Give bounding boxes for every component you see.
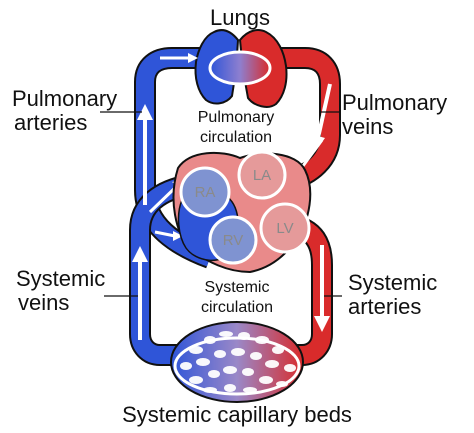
systemic-veins-label-line1: Systemic xyxy=(16,266,105,291)
pulmonary-veins-label-line2: veins xyxy=(342,114,393,139)
chamber-ra-label: RA xyxy=(195,184,216,201)
capillary-beds-label: Systemic capillary beds xyxy=(122,402,352,427)
pulmonary-circulation-label-line2: circulation xyxy=(200,129,272,146)
chamber-lv: LV xyxy=(259,202,311,254)
systemic-veins-label-line2: veins xyxy=(18,290,69,315)
pulmonary-arteries-label-line1: Pulmonary xyxy=(12,86,117,111)
pulmonary-circulation-label-line1: Pulmonary xyxy=(198,109,274,126)
pulmonary-arteries-label-line2: arteries xyxy=(14,110,87,135)
capillary-beds-icon xyxy=(170,321,304,403)
chamber-ra: RA xyxy=(179,166,231,218)
chamber-la: LA xyxy=(237,150,287,200)
chamber-rv: RV xyxy=(208,215,258,265)
lungs-label: Lungs xyxy=(210,5,270,30)
lungs-icon xyxy=(194,29,288,108)
chamber-lv-label: LV xyxy=(276,220,293,237)
systemic-arteries-label-line2: arteries xyxy=(348,294,421,319)
systemic-circulation-label-line1: Systemic xyxy=(205,279,270,296)
leader-lines xyxy=(100,111,342,297)
pulmonary-veins-label-line1: Pulmonary xyxy=(342,90,447,115)
systemic-circulation-label-line2: circulation xyxy=(201,299,273,316)
chamber-la-label: LA xyxy=(253,167,271,184)
chamber-rv-label: RV xyxy=(223,232,244,249)
systemic-arteries-label-line1: Systemic xyxy=(348,270,437,295)
